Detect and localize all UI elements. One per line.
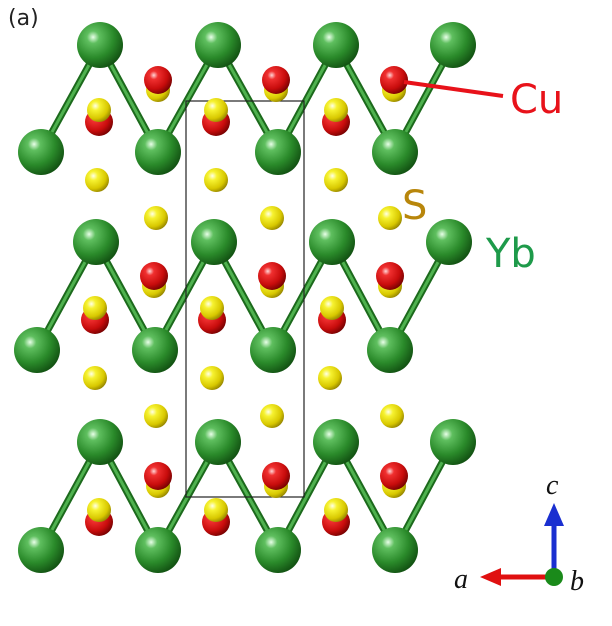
sulfur-atom bbox=[318, 366, 342, 390]
axis-label-c: c bbox=[546, 470, 559, 501]
ytterbium-atom bbox=[132, 327, 178, 373]
ytterbium-atom bbox=[18, 527, 64, 573]
sulfur-atom bbox=[204, 168, 228, 192]
sulfur-atom bbox=[200, 296, 224, 320]
panel-label: (a) bbox=[8, 6, 39, 31]
ytterbium-atom bbox=[309, 219, 355, 265]
sulfur-atom bbox=[260, 206, 284, 230]
ytterbium-atom bbox=[313, 22, 359, 68]
sulfur-atom bbox=[378, 206, 402, 230]
copper-atom bbox=[262, 66, 290, 94]
ytterbium-atom bbox=[313, 419, 359, 465]
ytterbium-atom bbox=[372, 129, 418, 175]
ytterbium-atom bbox=[255, 129, 301, 175]
sulfur-atom bbox=[144, 206, 168, 230]
ytterbium-atom bbox=[426, 219, 472, 265]
axis-arrow-c bbox=[544, 503, 564, 577]
copper-atom bbox=[258, 262, 286, 290]
axis-arrow-a bbox=[480, 568, 554, 586]
ytterbium-atom bbox=[77, 419, 123, 465]
axis-label-a: a bbox=[454, 564, 468, 595]
sulfur-atom bbox=[200, 366, 224, 390]
sulfur-atom bbox=[324, 168, 348, 192]
ytterbium-atom bbox=[372, 527, 418, 573]
ytterbium-atom bbox=[135, 129, 181, 175]
ytterbium-atom bbox=[367, 327, 413, 373]
unit-cell bbox=[185, 100, 305, 498]
sulfur-atom bbox=[204, 498, 228, 522]
sulfur-atom bbox=[83, 296, 107, 320]
copper-atom bbox=[144, 462, 172, 490]
ytterbium-atom bbox=[18, 129, 64, 175]
ytterbium-atom bbox=[255, 527, 301, 573]
ytterbium-atom bbox=[250, 327, 296, 373]
ytterbium-atom bbox=[191, 219, 237, 265]
ytterbium-atom bbox=[195, 419, 241, 465]
ytterbium-atom bbox=[73, 219, 119, 265]
ytterbium-atom bbox=[195, 22, 241, 68]
copper-atom bbox=[380, 462, 408, 490]
sulfur-atom bbox=[324, 98, 348, 122]
sulfur-atom bbox=[324, 498, 348, 522]
ytterbium-atom bbox=[430, 419, 476, 465]
ytterbium-atom bbox=[77, 22, 123, 68]
sulfur-atom bbox=[260, 404, 284, 428]
axis-label-b: b bbox=[570, 566, 584, 597]
cu-label-pointer bbox=[403, 80, 504, 98]
axes-glyph bbox=[480, 503, 564, 586]
atoms bbox=[14, 22, 476, 573]
ytterbium-atom bbox=[430, 22, 476, 68]
copper-atom bbox=[380, 66, 408, 94]
axis-dot-b bbox=[545, 568, 563, 586]
sulfur-atom bbox=[87, 98, 111, 122]
sulfur-atom bbox=[85, 168, 109, 192]
ytterbium-atom bbox=[135, 527, 181, 573]
copper-atom bbox=[140, 262, 168, 290]
species-label-yb: Yb bbox=[486, 231, 536, 277]
sulfur-atom bbox=[87, 498, 111, 522]
copper-atom bbox=[262, 462, 290, 490]
sulfur-atom bbox=[144, 404, 168, 428]
copper-atom bbox=[376, 262, 404, 290]
sulfur-atom bbox=[83, 366, 107, 390]
sulfur-atom bbox=[204, 98, 228, 122]
species-label-s: S bbox=[402, 183, 428, 229]
species-label-cu: Cu bbox=[510, 77, 564, 123]
copper-atom bbox=[144, 66, 172, 94]
sulfur-atom bbox=[320, 296, 344, 320]
ytterbium-atom bbox=[14, 327, 60, 373]
sulfur-atom bbox=[380, 404, 404, 428]
